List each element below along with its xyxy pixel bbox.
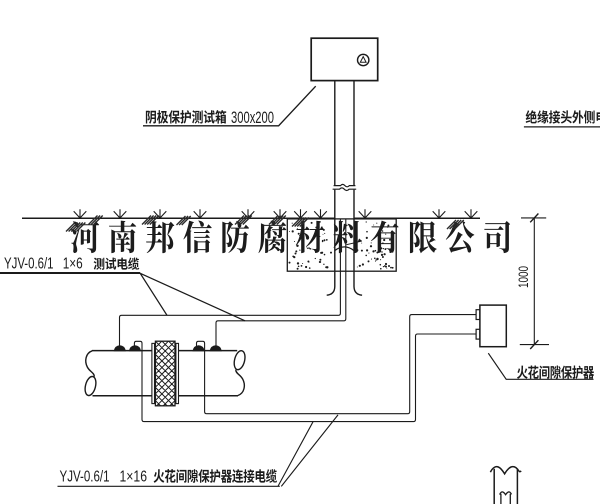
svg-text:300x200: 300x200 [231, 109, 274, 127]
svg-text:YJV-0.6/1: YJV-0.6/1 [4, 255, 54, 272]
svg-text:1×16: 1×16 [120, 469, 148, 486]
svg-text:1×6: 1×6 [63, 255, 83, 272]
svg-text:1000: 1000 [515, 266, 531, 288]
svg-text:YJV-0.6/1: YJV-0.6/1 [60, 469, 110, 486]
